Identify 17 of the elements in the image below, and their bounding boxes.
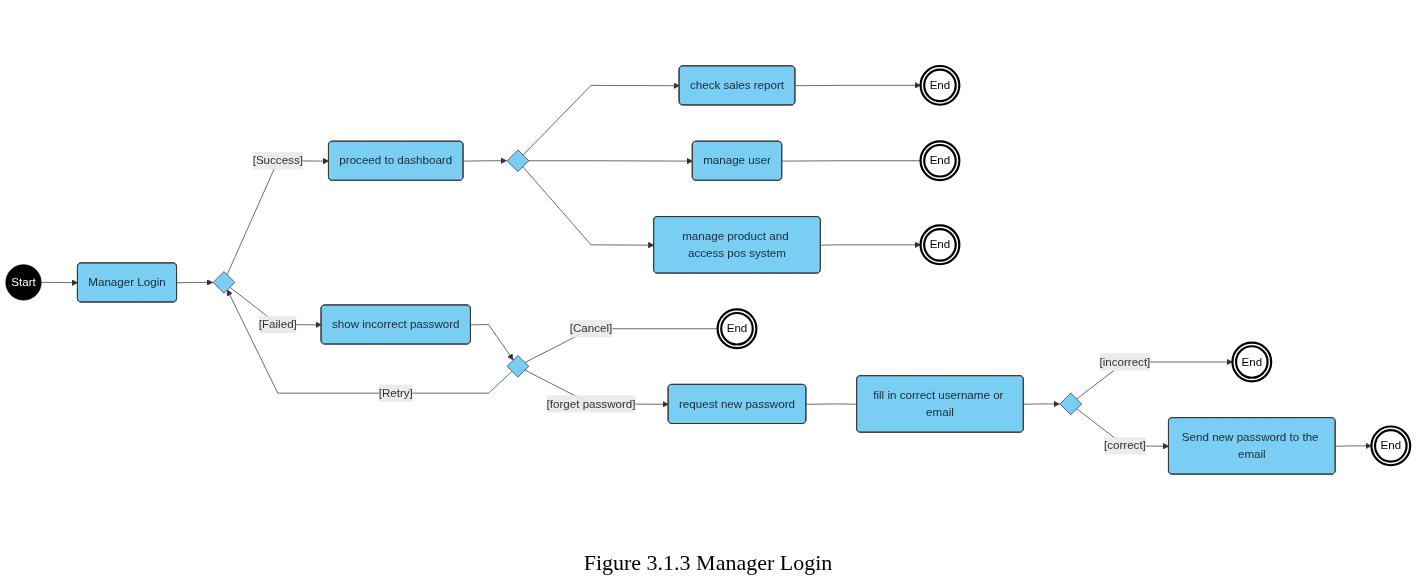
node-diamond (1059, 392, 1083, 416)
edge-label: [Cancel] (569, 322, 613, 335)
node-circle: End (1231, 341, 1273, 383)
node-diamond (506, 149, 530, 172)
edge-label: [forget password] (546, 397, 636, 410)
connector (805, 403, 858, 405)
node-circle: End (919, 224, 961, 266)
edge-label: [Failed] (258, 317, 297, 331)
edge-label: [incorrect] (1099, 355, 1151, 368)
connector (781, 160, 921, 162)
node-circle: Start (5, 264, 42, 301)
edge-label: [correct] (1103, 439, 1146, 452)
figure-caption: Figure 3.1.3 Manager Login (583, 550, 833, 576)
edge-label: [Retry] (378, 386, 413, 399)
node-diamond (212, 271, 236, 294)
edge-label: [Success] (252, 154, 303, 167)
node-diamond (506, 355, 530, 378)
